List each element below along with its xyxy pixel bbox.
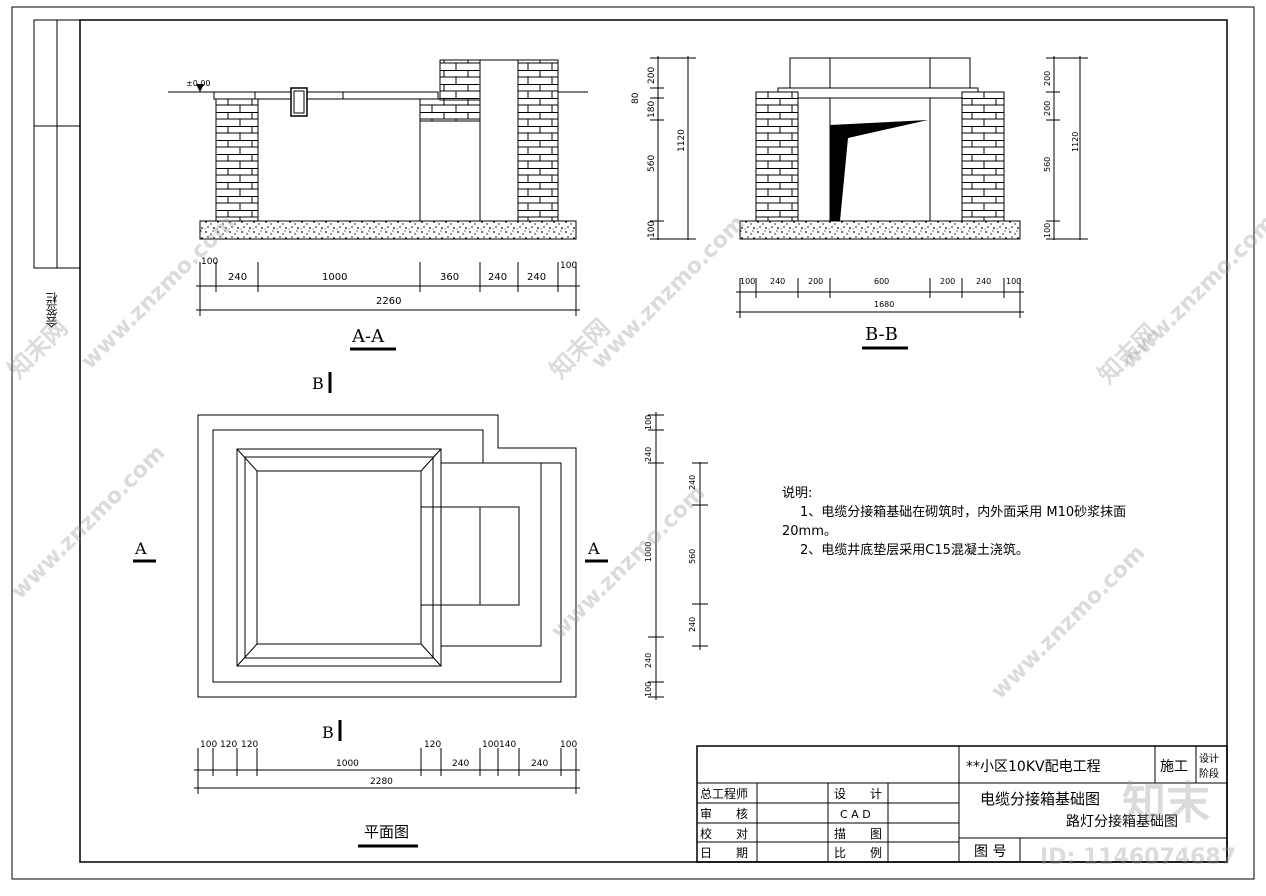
plan-drawing	[197, 414, 577, 698]
plan-dim-3: 120	[241, 740, 258, 750]
aa-dim-total: 2260	[376, 296, 401, 307]
plan-side-inner-dim-2: 560	[688, 549, 697, 564]
bb-right-dim-total: 1120	[1071, 132, 1080, 152]
section-mark-a-right: A	[587, 539, 600, 558]
drawing-title-1: 电缆分接箱基础图	[980, 790, 1100, 808]
bb-left-dim-4: 560	[647, 155, 657, 172]
plan-side-dim-2: 240	[644, 447, 653, 462]
aa-dim-6: 240	[527, 272, 546, 283]
bb-dim-total: 1680	[874, 300, 894, 309]
plan-dim-9: 240	[531, 759, 548, 769]
plan-dim-5: 120	[424, 740, 441, 750]
notes: 说明: 1、电缆分接箱基础在砌筑时，内外面采用 M10砂浆抹面 20mm。 2、…	[782, 486, 1126, 558]
plan-dim-4: 1000	[336, 759, 359, 769]
notes-line-1: 1、电缆分接箱基础在砌筑时，内外面采用 M10砂浆抹面	[800, 504, 1126, 520]
title-block: **小区10KV配电工程 施工 设计 阶段 总工程师 审 核 校 对 日 期 设…	[696, 745, 1228, 863]
notes-heading: 说明:	[782, 486, 812, 501]
plan-dim-7: 100	[482, 740, 499, 750]
section-bb-title: B-B	[865, 324, 898, 345]
bb-left-dim-1: 200	[647, 67, 657, 84]
label-scale: 比 例	[834, 846, 882, 860]
plan-dim-1: 100	[200, 740, 217, 750]
section-bb-drawing	[739, 57, 1021, 240]
bb-left-dim-3: 80	[631, 92, 641, 104]
aa-dim-2: 240	[228, 272, 247, 283]
bb-bottom-dim-2: 240	[770, 277, 785, 286]
sidebar-label: 会签栏	[45, 292, 59, 328]
watermark-brand-1: 知末网	[2, 314, 73, 385]
bb-left-dim-total: 1120	[677, 129, 687, 152]
label-check: 校 对	[700, 826, 748, 841]
aa-dim-1: 100	[201, 257, 218, 267]
plan-side-inner-dim-3: 240	[688, 617, 697, 632]
section-aa-title: A-A	[351, 326, 385, 347]
stage-label-1: 设计	[1199, 752, 1219, 765]
bb-right-dim-3: 560	[1043, 157, 1052, 172]
plan-side-inner-dim-1: 240	[688, 475, 697, 490]
plan-dim-total: 2280	[370, 777, 393, 787]
label-design: 设 计	[834, 787, 882, 801]
drawing-title-2: 路灯分接箱基础图	[1066, 813, 1178, 830]
signature-sidebar: 会签栏	[33, 19, 81, 328]
notes-line-1b: 20mm。	[782, 524, 837, 539]
section-aa-drawing: ±0.00	[168, 59, 588, 240]
stage-label-2: 阶段	[1199, 767, 1219, 780]
bb-bottom-dim-3: 200	[808, 277, 823, 286]
bb-bottom-dim-6: 240	[976, 277, 991, 286]
aa-dim-7: 100	[560, 261, 577, 271]
section-bb-left-dimensions: 200 180 80 560 100 1120	[631, 56, 696, 240]
plan-title: 平面图	[364, 823, 409, 841]
plan-side-dim-1: 100	[644, 415, 653, 430]
watermark-site-1: www.znzmo.com	[77, 210, 241, 374]
bb-bottom-dim-4: 600	[874, 277, 889, 286]
inner-border	[79, 19, 1228, 863]
watermark-site-6: www.znzmo.com	[987, 540, 1151, 704]
bb-right-dim-4: 100	[1043, 223, 1052, 238]
label-chief-engineer: 总工程师	[700, 786, 748, 801]
aa-dim-3: 1000	[322, 272, 347, 283]
section-aa-dimensions: 100 240 1000 360 240 240 100 2260 A-A	[196, 257, 580, 351]
plan-dim-8: 140	[499, 740, 516, 750]
label-cad: C A D	[840, 808, 871, 821]
section-mark-b-top: B	[312, 374, 324, 393]
bb-bottom-dim-1: 100	[740, 277, 755, 286]
label-date: 日 期	[700, 846, 748, 860]
plan-bottom-dimensions: 100 120 120 1000 120 240 100 140 240 100…	[194, 740, 580, 848]
label-review: 审 核	[700, 806, 748, 821]
section-mark-b-bottom: B	[322, 723, 334, 742]
plan-dim-2: 120	[220, 740, 237, 750]
aa-dim-4: 360	[440, 272, 459, 283]
plan-section-marks: B B A A	[133, 372, 608, 742]
plan-side-dim-3: 1000	[644, 542, 653, 562]
watermark-site-4: www.znzmo.com	[7, 440, 171, 604]
stage-value: 施工	[1160, 759, 1188, 775]
label-drawing: 描 图	[834, 827, 882, 841]
watermark-site-2: www.znzmo.com	[587, 210, 751, 374]
bb-bottom-dim-5: 200	[940, 277, 955, 286]
bb-left-dim-2: 180	[647, 101, 657, 118]
bb-left-dim-5: 100	[647, 221, 657, 238]
aa-dim-5: 240	[488, 272, 507, 283]
plan-side-dimensions: 100 240 1000 240 100 240 560 240	[644, 412, 708, 700]
plan-dim-6: 240	[452, 759, 469, 769]
bb-right-dim-2: 200	[1043, 101, 1052, 116]
watermark-site-5: www.znzmo.com	[547, 480, 711, 644]
watermark-id: ID: 1146074687	[1040, 845, 1236, 870]
plan-dim-10: 100	[560, 740, 577, 750]
watermark-logo: 知末	[1122, 778, 1210, 829]
project-name: **小区10KV配电工程	[966, 759, 1101, 775]
section-bb-bottom-dimensions: 100 240 200 600 200 240 100 1680 B-B	[736, 277, 1024, 350]
plan-side-dim-5: 100	[644, 682, 653, 697]
outer-border	[11, 6, 1255, 880]
level-mark: ±0.00	[186, 79, 211, 88]
bb-bottom-dim-7: 100	[1006, 277, 1021, 286]
notes-line-2: 2、电缆井底垫层采用C15混凝土浇筑。	[800, 542, 1029, 558]
label-drawing-no: 图 号	[974, 844, 1006, 860]
bb-right-dim-1: 200	[1043, 71, 1052, 86]
section-bb-right-dimensions: 200 200 560 100 1120	[1043, 56, 1088, 240]
section-mark-a-left: A	[134, 539, 147, 558]
plan-side-dim-4: 240	[644, 653, 653, 668]
